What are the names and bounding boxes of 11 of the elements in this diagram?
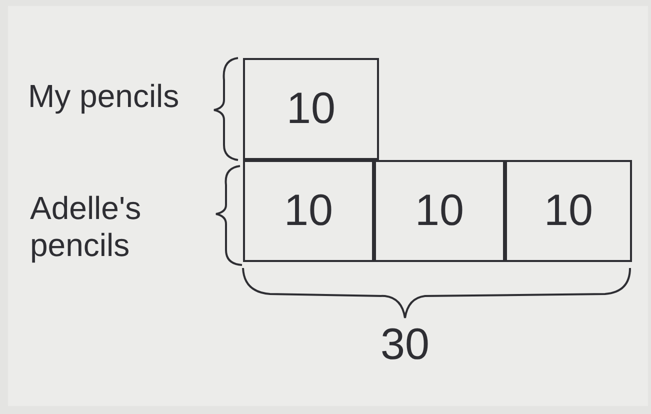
bar-label: My pencils xyxy=(28,78,180,115)
bar-label: Adelle's pencils xyxy=(30,190,142,264)
bar-segment xyxy=(243,160,374,262)
bar-segment xyxy=(243,58,379,160)
segment-value: 10 xyxy=(284,185,333,237)
bar-segment xyxy=(374,160,505,262)
total-label: 30 xyxy=(380,320,430,371)
segment-value: 10 xyxy=(544,185,593,237)
segment-value: 10 xyxy=(415,185,464,237)
segment-value: 10 xyxy=(286,83,336,135)
bar-segment xyxy=(505,160,632,262)
